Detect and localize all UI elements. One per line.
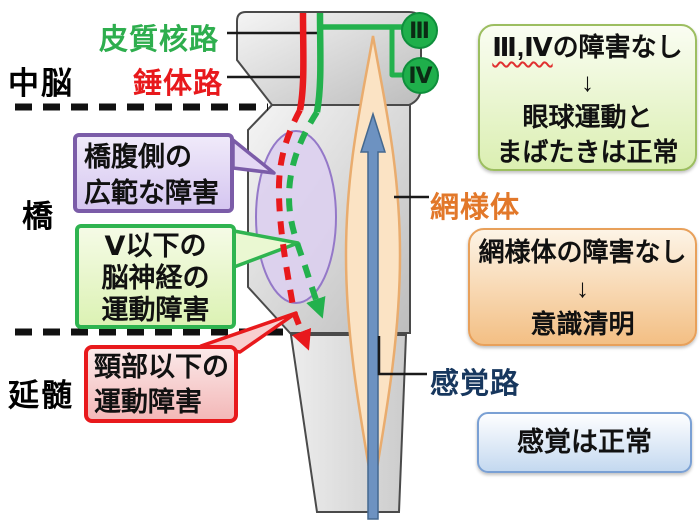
cranial-motor-callout-line2: 脳神経の <box>101 263 210 293</box>
eye-info-line1-nerves: Ⅲ,Ⅳ <box>492 32 553 62</box>
body-motor-callout: 頸部以下の 運動障害 <box>84 345 238 423</box>
eye-info-arrow: ↓ <box>581 67 594 97</box>
pons-lesion-callout: 橋腹側の 広範な障害 <box>73 133 234 213</box>
body-motor-callout-line1: 頸部以下の <box>94 352 229 382</box>
eye-info-line1: Ⅲ,Ⅳの障害なし <box>480 30 695 65</box>
consciousness-info-line1: 網様体の障害なし <box>478 237 687 267</box>
eye-movement-info-box: Ⅲ,Ⅳの障害なし ↓ 眼球運動と まばたきは正常 <box>478 24 697 171</box>
pons-lesion-callout-line2: 広範な障害 <box>84 178 219 208</box>
sensory-tract-label: 感覚路 <box>430 368 521 400</box>
consciousness-info-line2: 意識清明 <box>530 309 635 339</box>
reticular-formation-label: 網様体 <box>430 192 521 224</box>
pyramidal-tract-label: 錘体路 <box>133 68 224 100</box>
corticonuclear-tract-label: 皮質核路 <box>99 24 220 56</box>
pons-lesion-ellipse <box>255 130 337 304</box>
medulla-region-label: 延髄 <box>8 378 74 413</box>
corticonuclear-tract-solid <box>313 12 324 113</box>
consciousness-info-arrow: ↓ <box>576 273 589 303</box>
cranial-nerve-iii-label: Ⅲ <box>409 17 430 43</box>
cranial-nerve-iv-badge: Ⅳ <box>402 57 439 94</box>
eye-info-line1-rest: の障害なし <box>552 32 683 62</box>
corticonuclear-tract-dashed <box>285 110 326 319</box>
midbrain-region-label: 中脳 <box>8 66 74 101</box>
eye-info-line2: 眼球運動と <box>522 102 653 132</box>
corticonuclear-bracket-line <box>389 27 403 78</box>
sensation-info-box: 感覚は正常 <box>477 412 692 473</box>
cranial-nerve-iii-badge: Ⅲ <box>401 12 438 49</box>
pons-region-label: 橋 <box>22 199 53 234</box>
body-motor-callout-line2: 運動障害 <box>94 387 202 417</box>
pons-lesion-callout-line1: 橋腹側の <box>84 142 192 172</box>
cranial-motor-callout-line3: 運動障害 <box>101 295 210 325</box>
cranial-motor-callout-line1: Ⅴ以下の <box>104 231 207 261</box>
cranial-motor-callout: Ⅴ以下の 脳神経の 運動障害 <box>75 224 236 329</box>
cranial-nerve-iv-label: Ⅳ <box>408 62 433 88</box>
sensory-tract-arrow <box>359 111 387 520</box>
sensation-info-line1: 感覚は正常 <box>517 427 652 457</box>
eye-info-line3: まばたきは正常 <box>496 137 679 167</box>
pyramidal-tract-solid <box>296 12 307 111</box>
sensory-connector-line <box>377 336 427 376</box>
pyramidal-tract-dashed <box>275 108 312 351</box>
consciousness-info-box: 網様体の障害なし ↓ 意識清明 <box>468 228 697 346</box>
